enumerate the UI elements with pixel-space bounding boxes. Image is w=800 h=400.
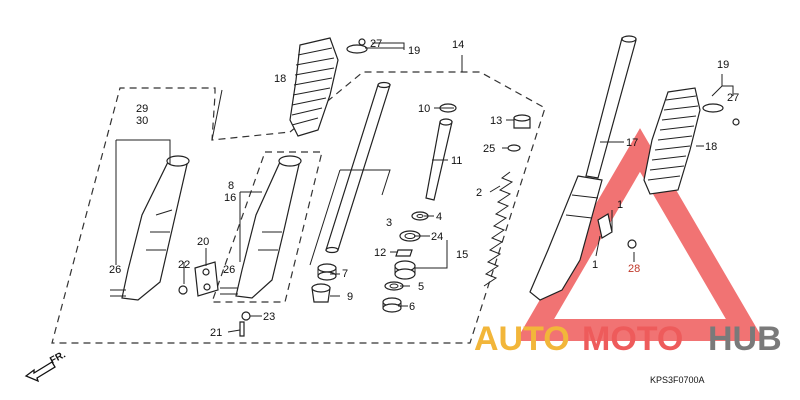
label-6: 6 <box>409 301 415 313</box>
assembly-outline-14 <box>51 71 546 344</box>
label-9: 9 <box>347 291 353 303</box>
label-11: 11 <box>451 155 462 167</box>
bushing-9 <box>311 283 331 303</box>
diagram-code: KPS3F0700A <box>650 375 705 385</box>
assembly-outline-8 <box>211 151 323 303</box>
label-1-upper: 1 <box>617 199 623 211</box>
dust-boot-18-left <box>289 37 368 137</box>
label-27-right: 27 <box>727 92 739 104</box>
watermark-logo: AUTO MOTO HUB <box>474 320 782 358</box>
front-direction-arrow-icon <box>24 361 56 383</box>
label-2: 2 <box>476 187 482 199</box>
label-30: 30 <box>136 115 148 127</box>
label-13: 13 <box>490 115 502 127</box>
label-25: 25 <box>483 143 495 155</box>
label-12: 12 <box>374 247 386 259</box>
label-26-left: 26 <box>109 264 121 276</box>
label-20: 20 <box>197 236 209 248</box>
label-22: 22 <box>178 259 190 271</box>
watermark-part1: AUTO <box>474 320 570 358</box>
outline-edge <box>211 89 223 141</box>
fork-assembly-17 <box>529 35 637 301</box>
label-23: 23 <box>263 311 275 323</box>
watermark-part2: MOTO <box>582 320 683 358</box>
label-4: 4 <box>436 211 442 223</box>
label-18-left: 18 <box>274 73 286 85</box>
label-24: 24 <box>431 231 443 243</box>
label-10: 10 <box>418 103 430 115</box>
label-19-right: 19 <box>717 59 729 71</box>
damper-rod-11 <box>425 103 457 201</box>
fork-slider-inner <box>220 155 302 299</box>
watermark-triangle <box>515 128 765 341</box>
o-ring-25 <box>507 144 521 152</box>
label-14: 14 <box>452 39 464 51</box>
stopper-ring-12 <box>395 249 413 257</box>
dust-boot-18-right <box>643 87 740 195</box>
label-21: 21 <box>210 327 222 339</box>
seal-4 <box>411 211 429 221</box>
label-15: 15 <box>456 249 468 261</box>
label-3: 3 <box>386 217 392 229</box>
label-7: 7 <box>342 268 348 280</box>
fork-spring-2 <box>483 171 514 287</box>
seal-6 <box>382 297 402 313</box>
fork-slider-left <box>110 155 190 301</box>
fork-holder-20 <box>178 261 251 337</box>
bushing-7 <box>317 263 337 281</box>
label-28: 28 <box>628 263 640 275</box>
cap-bolt-13 <box>513 114 531 129</box>
label-1-lower: 1 <box>592 259 598 271</box>
label-26-right: 26 <box>223 264 235 276</box>
label-19-left: 19 <box>408 45 420 57</box>
watermark-part3: HUB <box>708 320 782 358</box>
label-5: 5 <box>418 281 424 293</box>
label-27-left: 27 <box>370 38 382 50</box>
bushing-15 <box>394 260 416 280</box>
label-8: 8 <box>228 180 234 192</box>
label-16: 16 <box>224 192 236 204</box>
leader-lines <box>115 42 734 333</box>
label-18-right: 18 <box>705 141 717 153</box>
label-17: 17 <box>626 137 638 149</box>
fork-pipe-3 <box>325 81 391 254</box>
front-direction-label: FR. <box>48 349 68 366</box>
label-29: 29 <box>136 103 148 115</box>
oil-seal-24 <box>399 230 421 242</box>
